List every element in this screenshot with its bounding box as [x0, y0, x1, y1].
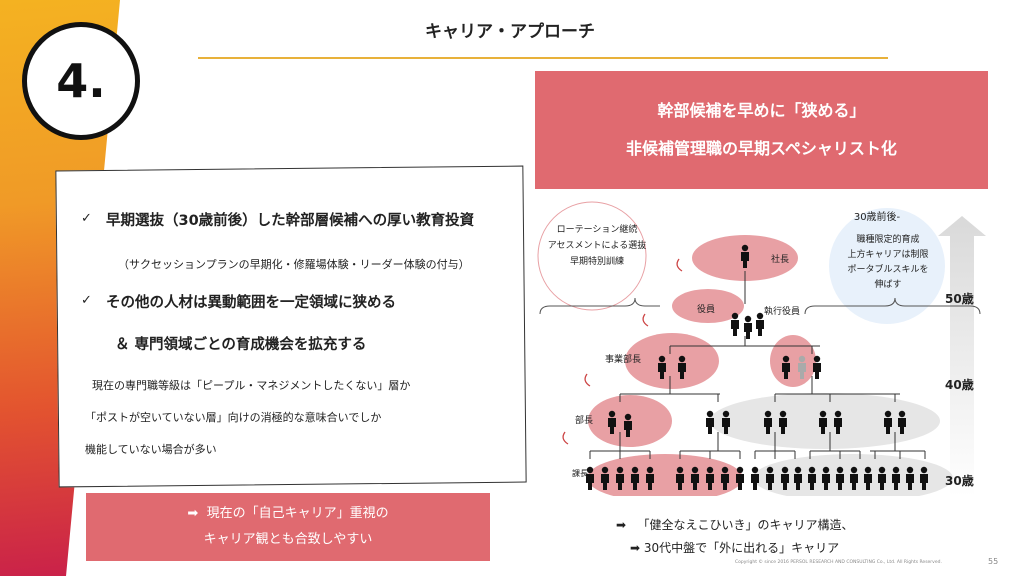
- age-50: 50歳: [945, 292, 974, 306]
- headline-line-1: 幹部候補を早めに「狭める」: [657, 101, 866, 120]
- org-tree-lines: [589, 271, 926, 459]
- note-line-2: 「ポストが空いていない層」向けの消極的な意味合いでしか: [85, 411, 382, 424]
- headline-box: 幹部候補を早めに「狭める」 非候補管理職の早期スペシャリスト化: [535, 71, 988, 189]
- curve-arrow-icon: [676, 258, 683, 272]
- arrow-icon: ➡: [630, 541, 641, 555]
- role-dept-head: 部長: [575, 416, 594, 426]
- curve-arrow-icon: [562, 431, 569, 445]
- page-number: 55: [988, 557, 999, 566]
- upward-arrow: [938, 216, 986, 496]
- check-icon: ✓: [81, 293, 92, 308]
- arrow-icon: ➡: [616, 518, 627, 532]
- point-2: その他の人材は異動範囲を一定領域に狭める: [106, 295, 396, 311]
- role-division-head: 事業部長: [605, 355, 642, 365]
- right-bubble-text: 職種限定的育成 上方キャリアは制限 ポータブルスキルを 伸ばす: [832, 233, 944, 293]
- division-ellipse: [625, 333, 719, 389]
- age-40: 40歳: [945, 378, 974, 392]
- title-underline: [198, 57, 888, 59]
- note-line-1: 現在の専門職等級は「ピープル・マネジメントしたくない」層か: [92, 379, 411, 392]
- conclusion-line-2: キャリア観とも合致しやすい: [203, 532, 373, 547]
- bubble-right-line: 職種限定的育成: [856, 235, 920, 245]
- copyright: Copyright © since 2016 PERSOL RESEARCH A…: [735, 560, 942, 565]
- org-pyramid-diagram: [537, 201, 986, 496]
- bubble-right-line: 上方キャリアは制限: [847, 250, 929, 260]
- role-exec-officer: 執行役員: [764, 307, 801, 317]
- footer-text-2: 30代中盤で「外に出れる」キャリア: [643, 541, 840, 555]
- section-ellipse: [587, 454, 743, 496]
- slide-title: キャリア・アプローチ: [425, 22, 595, 42]
- headline-line-2: 非候補管理職の早期スペシャリスト化: [626, 139, 897, 158]
- conclusion-text-1: 現在の「自己キャリア」重視の: [206, 506, 389, 521]
- arrow-icon: ➡: [187, 506, 199, 521]
- footer-text-1: 「健全なえこひいき」のキャリア構造、: [637, 518, 854, 532]
- conclusion-box: ➡ 現在の「自己キャリア」重視の キャリア観とも合致しやすい: [86, 493, 490, 561]
- bracket-right: [804, 297, 981, 315]
- right-bubble-title: 30歳前後-: [853, 212, 901, 223]
- bubble-left-line: 早期特別訓練: [569, 257, 624, 267]
- curve-arrow-icon: [584, 373, 591, 387]
- bubble-right-line: 伸ばす: [874, 280, 902, 290]
- role-president: 社長: [771, 255, 790, 265]
- section-number: 4.: [56, 54, 106, 108]
- left-bubble: [537, 201, 647, 311]
- curve-arrow-icon: [642, 313, 649, 327]
- check-icon: ✓: [81, 211, 92, 226]
- point-1: 早期選抜（30歳前後）した幹部層候補への厚い教育投資: [106, 213, 475, 229]
- age-30: 30歳: [945, 474, 974, 488]
- officer-ellipse: [672, 289, 744, 323]
- point-2-continued: ＆ 専門領域ごとの育成機会を拡充する: [115, 337, 367, 353]
- conclusion-line-1: ➡ 現在の「自己キャリア」重視の: [187, 501, 388, 527]
- division-ellipse-2: [770, 335, 816, 387]
- footer-line-2: ➡ 30代中盤で「外に出れる」キャリア: [630, 539, 839, 556]
- note-line-3: 機能していない場合が多い: [85, 443, 217, 456]
- bubble-left-line: アセスメントによる選抜: [547, 241, 647, 251]
- section-number-badge: 4.: [22, 22, 140, 140]
- right-bubble: [829, 208, 945, 324]
- footer-line-1: ➡ 「健全なえこひいき」のキャリア構造、: [616, 516, 854, 533]
- point-1-detail: （サクセッションプランの早期化・修羅場体験・リーダー体験の付与）: [118, 258, 470, 271]
- bubble-left-line: ローテーション継続: [556, 225, 638, 235]
- role-section-head: 課長: [572, 469, 588, 478]
- left-bubble-text: ローテーション継続 アセスメントによる選抜 早期特別訓練: [545, 222, 649, 270]
- bubble-right-line: ポータブルスキルを: [847, 265, 929, 275]
- role-officer: 役員: [697, 305, 716, 315]
- bracket-left: [634, 297, 660, 307]
